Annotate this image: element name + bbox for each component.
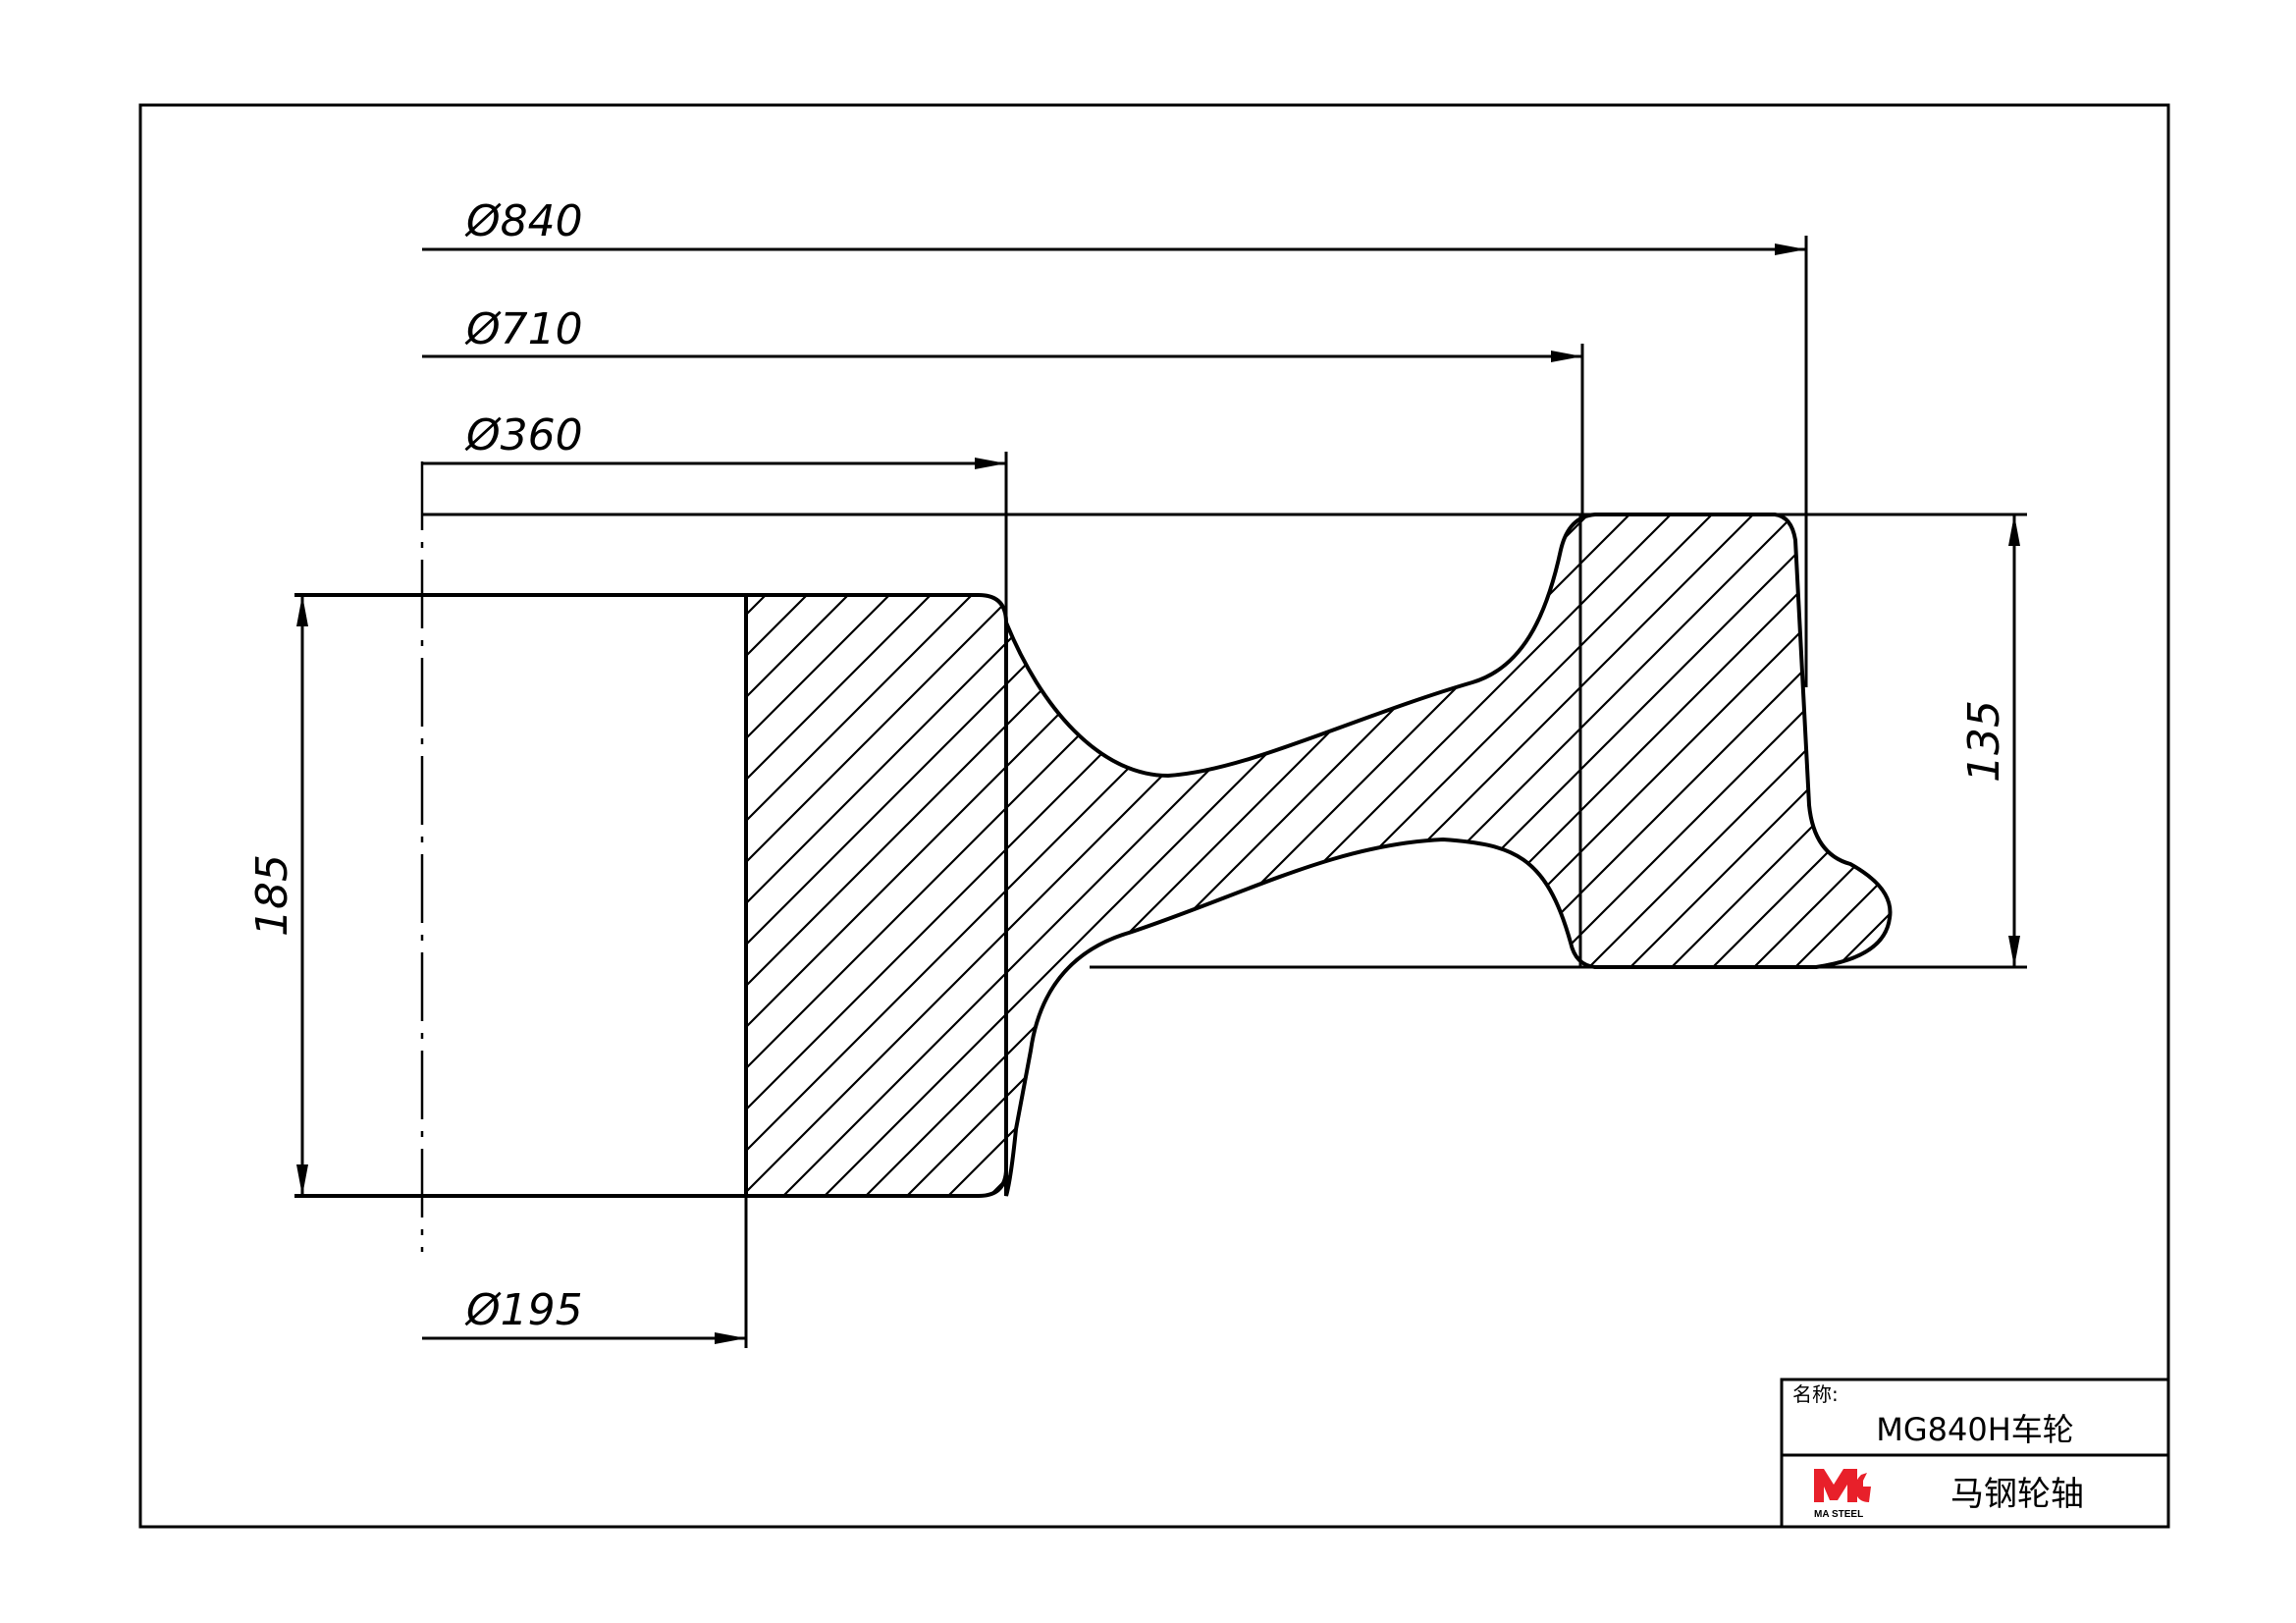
dimension-d710: Ø710 [422, 304, 1584, 514]
drawing-border [138, 103, 2170, 1529]
dimension-h185-text: 185 [247, 854, 297, 937]
dimension-d710-text: Ø710 [464, 304, 583, 354]
dimension-h135: 135 [1959, 514, 2020, 967]
dimension-d360-text: Ø360 [464, 410, 583, 460]
hub-section [744, 593, 1008, 1198]
wheel-profile-section [1004, 513, 1893, 1197]
dimension-h135-text: 135 [1959, 700, 2009, 783]
part-name: MG840H车轮 [1876, 1411, 2074, 1448]
dimension-d840: Ø840 [422, 196, 1808, 687]
dimension-d840-text: Ø840 [464, 196, 583, 246]
dimension-h185: 185 [247, 593, 422, 1198]
company-name: 马钢轮轴 [1950, 1475, 2084, 1514]
logo-text: MA STEEL [1814, 1509, 1863, 1520]
name-label: 名称: [1792, 1382, 1839, 1406]
title-block: 名称: MG840H车轮 MA STEEL 马钢轮轴 [1780, 1378, 2170, 1529]
ma-steel-logo: MA STEEL [1814, 1469, 1871, 1520]
dimension-d195: Ø195 [422, 1196, 748, 1348]
dimension-d195-text: Ø195 [464, 1285, 583, 1335]
dimension-d360: Ø360 [422, 410, 1008, 622]
